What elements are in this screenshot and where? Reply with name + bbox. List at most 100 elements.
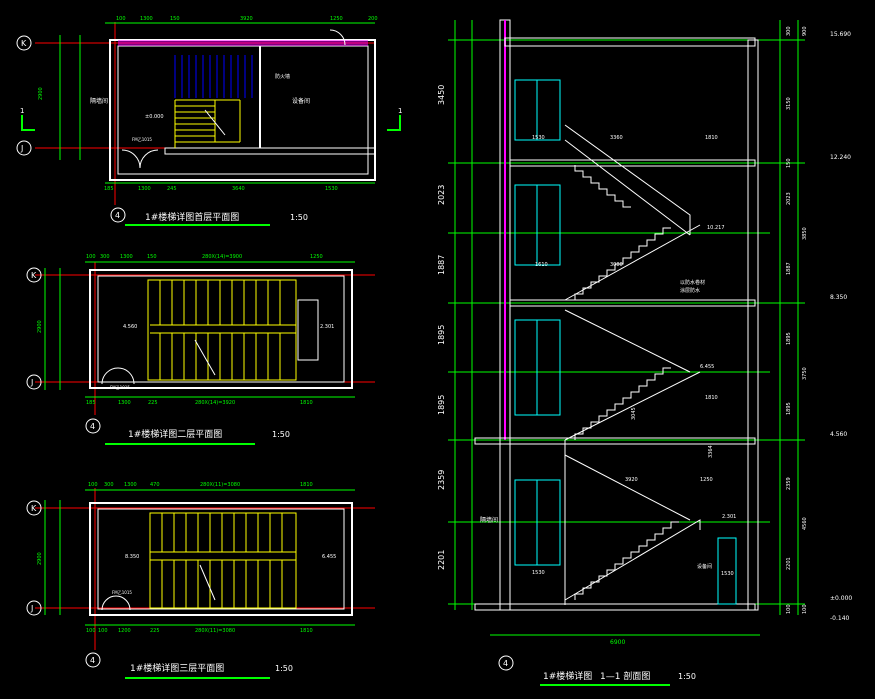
section-note-1: 涂层防水 [680,287,700,294]
room-right-label: 设备间 [292,97,310,105]
slab-3 [509,159,756,167]
section-room-right: 设备间 [697,563,712,570]
axis-bubble-j [26,374,42,390]
stair-arrow [194,339,216,376]
inner-dim-1: 3360 [610,135,623,141]
top-dim-5: 1250 [310,254,323,260]
top-dim-4: 280X(11)=3080 [200,482,240,488]
bottom-dim-1: 100 [98,628,108,634]
level-left: 8.350 [125,554,139,560]
section-title: 1#楼梯详图 [543,670,592,682]
labels: K J 4 1 1 100 1300 150 3920 1250 200 185… [20,16,852,682]
inner-level-2: 2.301 [722,514,736,520]
slab-2 [509,299,756,307]
section-mark-right [387,115,401,131]
axis-bubble-4 [85,418,101,434]
top-dim-2: 1300 [124,482,137,488]
bottom-dim-4: 1810 [300,400,313,406]
door-tag: FM乙1015 [132,136,152,142]
overall-side-dim: 2900 [37,320,43,333]
bottom-dim-0: 185 [104,186,114,192]
bottom-dim-1: 1300 [118,400,131,406]
overall-side-dim: 2900 [38,87,44,100]
inner-dim-5: 1810 [705,395,718,401]
room-left-label: 隔墙间 [90,97,108,105]
axis-label-j: J [20,144,23,153]
axis-bubble-k [26,267,42,283]
inner-dim-8: 1530 [532,570,545,576]
lower-wall [164,147,376,155]
axis-bubble-4 [85,652,101,668]
plan-inner-wall [97,508,345,610]
section-subtitle: 1—1 剖面图 [600,670,650,682]
right-inner-dim-3: 2023 [786,192,792,205]
axis-label-4: 4 [90,422,95,431]
level-label: ±0.000 [145,114,164,120]
door-swing-left [101,367,119,385]
bottom-dim-5: 1810 [300,628,313,634]
section-mark-left [21,115,35,131]
bottom-dim: 6900 [610,639,625,646]
level-1: 12.240 [830,154,851,161]
level-3: 4.560 [830,431,847,438]
height-mark-0: 3045 [631,407,637,420]
ground-slab [474,603,756,611]
plan-outer-wall [109,39,376,181]
door-swing-left [101,595,117,611]
right-outer-dim-3: 4560 [802,517,808,530]
inner-dim-0: 1530 [532,135,545,141]
plan-ground-floor [16,22,401,226]
right-outer-dim-4: 100 [802,604,808,614]
axis-bubble-k [26,500,42,516]
overall-side-dim: 2900 [37,552,43,565]
right-inner-dim-5: 1895 [786,332,792,345]
plan-inner-wall [117,45,369,175]
top-beam [118,40,368,46]
bottom-dim-3: 225 [150,628,160,634]
inner-level-0: 10.217 [707,225,725,231]
top-dim-1: 300 [104,482,114,488]
top-dim-2: 1300 [120,254,133,260]
section-scale: 1:50 [678,672,696,681]
door-tag: FM乙1015 [110,384,130,390]
bottom-dim-2: 1200 [118,628,131,634]
section-note-0: 以防水卷材 [680,279,705,286]
plan-title: 1#楼梯详图三层平面图 [130,662,224,674]
right-inner-dim-1: 3150 [786,97,792,110]
level-4: ±0.000 [830,595,852,602]
right-outer-dim-2: 3750 [802,367,808,380]
plan-outer-wall [89,269,353,389]
stair-treads [147,279,297,381]
inner-dim-4: 3080 [610,262,623,268]
stair-flights [564,124,701,605]
bottom-dim-4: 1530 [325,186,338,192]
inner-dim-3: 1610 [535,262,548,268]
inner-dim-6: 3920 [625,477,638,483]
door-swing-left [121,149,141,169]
axis-bubble-k [16,35,32,51]
stair-arrow [204,109,226,136]
right-inner-dim-4: 1887 [786,262,792,275]
axis-bubble-4 [498,655,514,671]
top-dim-2: 150 [170,16,180,22]
axis-label-k: K [31,271,37,280]
level-5: -0.140 [830,615,850,622]
section-mark-label-left: 1 [20,107,24,115]
bottom-dim-2: 245 [167,186,177,192]
axis-label-j: J [30,378,33,387]
door-swing-right [117,367,135,385]
right-outer-dim-0: 900 [802,26,808,36]
section-door [717,537,737,605]
axis-label-4: 4 [115,211,120,220]
top-dim-4: 280X(14)=3900 [202,254,242,260]
top-dim-1: 1300 [140,16,153,22]
top-dim-5: 1810 [300,482,313,488]
section-mark-label-right: 1 [398,107,402,115]
section-room-left: 隔墙间 [480,516,498,524]
windows [514,79,561,566]
level-right: 2.301 [320,324,334,330]
top-dim-3: 3920 [240,16,253,22]
stair-arrow [199,564,216,601]
bottom-dim-0: 185 [86,400,96,406]
